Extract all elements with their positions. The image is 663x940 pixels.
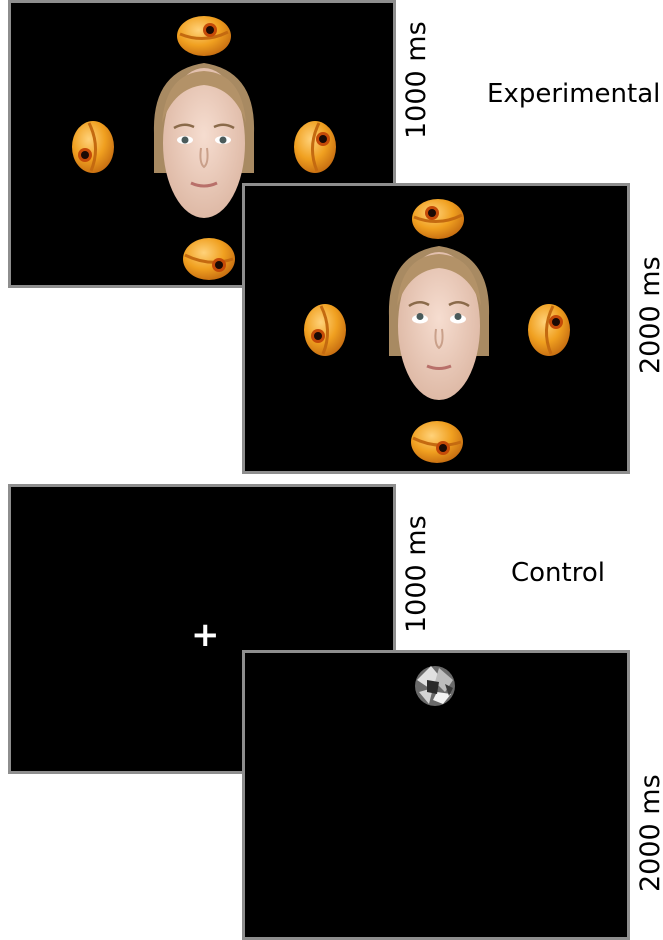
face-gaze-forward (153, 63, 255, 218)
object-bottom (183, 238, 235, 280)
duration-label-control-1: 1000 ms (401, 515, 432, 633)
face-gaze-up (388, 246, 490, 400)
condition-label-control: Control (511, 558, 605, 588)
object-left (72, 121, 114, 173)
object-bottom (411, 421, 463, 463)
duration-label-experimental-2: 2000 ms (635, 256, 663, 374)
condition-label-experimental: Experimental (487, 79, 661, 109)
scrambled-object (415, 666, 455, 706)
object-right (528, 304, 570, 356)
experimental-screen-1 (8, 0, 396, 288)
experimental-screen-2 (242, 183, 630, 474)
experimental-screen-2-stimulus (304, 199, 570, 463)
fixation-cross: + (191, 615, 220, 655)
duration-label-control-2: 2000 ms (635, 774, 663, 892)
object-left (304, 304, 346, 356)
duration-label-experimental-1: 1000 ms (401, 21, 432, 139)
experimental-screen-1-stimulus (72, 16, 336, 280)
object-right (294, 121, 336, 173)
object-top (412, 199, 464, 239)
control-screen-2 (242, 650, 630, 940)
object-top (177, 16, 231, 56)
control-screen-2-stimulus (415, 666, 455, 706)
